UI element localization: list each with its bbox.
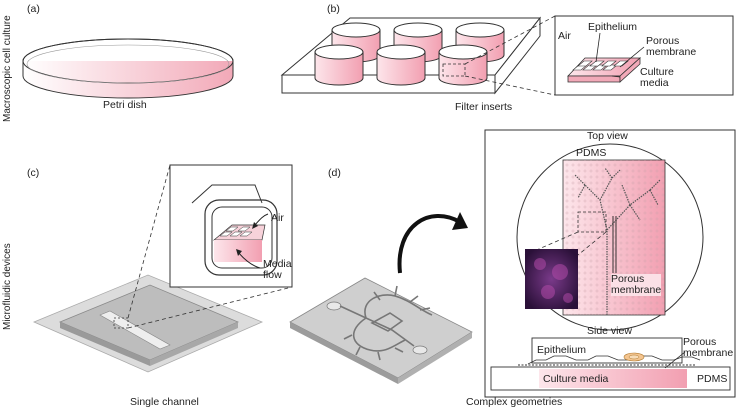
zoom-c-air-label: Air [271, 212, 284, 224]
panel-a-letter: (a) [27, 3, 40, 15]
zoom-b-air-label: Air [558, 30, 571, 42]
side-label-microfluidic: Microfluidic devices [2, 243, 13, 330]
zoom-b-epithelium-label: Epithelium [588, 21, 638, 33]
panel-d-caption: Complex geometries [466, 396, 563, 408]
side-view-epithelium-label: Epithelium [537, 344, 587, 356]
panel-c-letter: (c) [27, 167, 40, 179]
filter-zoom-box [554, 15, 734, 96]
side-view-porous-label: Porous membrane [683, 336, 734, 360]
complex-zoom-panel [484, 129, 736, 398]
filter-insert-plate [280, 15, 556, 96]
side-view-pdms-label: PDMS [697, 373, 728, 385]
panel-d-letter: (d) [328, 167, 341, 179]
zoom-b-culture-label: Culture media [640, 66, 674, 90]
single-channel-chip [32, 164, 293, 373]
top-view-porous-label: Porous membrane [611, 273, 662, 297]
panel-c-caption: Single channel [130, 396, 199, 408]
panel-b-caption: Filter inserts [455, 101, 513, 113]
side-view-title: Side view [587, 325, 632, 337]
top-view-title: Top view [587, 130, 628, 142]
top-view-pdms-label: PDMS [576, 147, 607, 159]
zoom-b-porous-label: Porous membrane [646, 35, 697, 59]
complex-geometry-chip [289, 212, 473, 384]
panel-b-letter: (b) [327, 3, 340, 15]
petri-dish [22, 38, 234, 99]
side-label-macroscopic: Macroscopic cell culture [2, 15, 13, 122]
panel-a-caption: Petri dish [103, 99, 147, 111]
zoom-c-media-label: Media flow [263, 258, 292, 282]
side-view-culture-label: Culture media [543, 373, 609, 385]
channel-zoom-box [169, 164, 293, 288]
